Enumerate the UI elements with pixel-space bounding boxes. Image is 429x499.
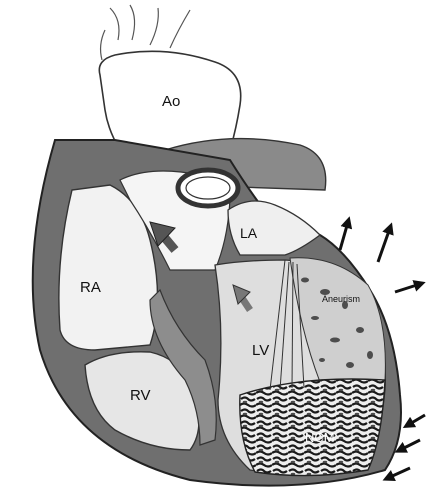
label-rv: RV <box>130 387 151 404</box>
label-aneurism: Aneurism <box>322 294 360 304</box>
label-lv: LV <box>252 342 269 359</box>
label-ncm: NCM <box>305 430 335 445</box>
label-ao: Ao <box>162 93 180 110</box>
noncompaction-myocardium <box>240 379 385 476</box>
label-ra: RA <box>80 279 101 296</box>
label-la: LA <box>240 225 258 241</box>
